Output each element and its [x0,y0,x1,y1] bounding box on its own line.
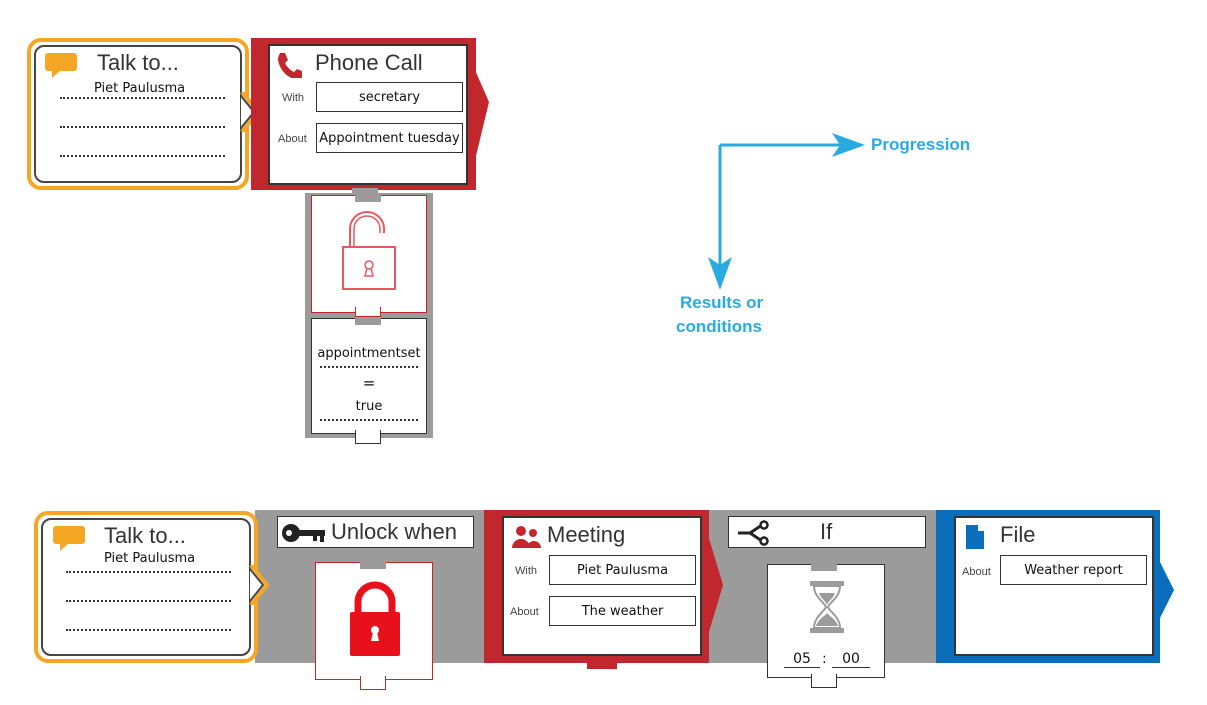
result-connector-top [352,188,378,196]
unlock-when-title: Unlock when [331,519,457,544]
file-title: File [1000,522,1036,547]
phone-icon [278,53,302,78]
notch [811,563,837,571]
notch [355,430,381,444]
legend-arrows [708,133,865,290]
meeting-with-field[interactable]: Piet Paulusma [549,555,696,585]
file-inner [954,516,1154,656]
timer-separator: : [822,651,827,667]
notch [811,674,837,688]
phone-card-arrow [475,70,489,160]
condition-block[interactable] [311,318,427,434]
talk-card-bottom-pointer [249,565,269,605]
timer-seconds: 00 [832,651,870,668]
notch [355,194,381,202]
meeting-about-field[interactable]: The weather [549,596,696,626]
unlocked-padlock-icon [342,211,396,290]
people-icon [512,526,541,548]
file-about-label: About [962,566,991,578]
phone-with-field[interactable]: secretary [316,82,463,112]
phone-about-field[interactable]: Appointment tuesday [316,123,463,153]
condition-operator: = [362,374,376,392]
file-about-field[interactable]: Weather report [1000,555,1147,585]
dotted-line [60,155,225,157]
dotted-line [60,97,225,99]
key-icon [282,524,325,542]
hourglass-icon [810,581,844,633]
locked-padlock-icon [350,581,400,656]
dotted-line [60,126,225,128]
talk-name-top: Piet Paulusma [94,81,186,96]
dotted-line [320,419,418,421]
phone-call-title: Phone Call [315,50,423,75]
progression-label: Progression [871,135,971,154]
meeting-connector [587,660,617,669]
phone-about-label: About [278,133,307,145]
talk-title-bottom: Talk to... [104,523,186,548]
if-title: If [820,519,833,544]
notch [355,307,381,317]
timer-minutes: 05 [784,651,820,668]
condition-value: true [355,399,383,414]
results-label-line1: Results or [680,293,764,312]
dotted-line [66,571,231,573]
notch [355,317,381,325]
meeting-card-arrow [708,535,723,635]
meeting-inner [502,516,702,656]
notch [360,676,386,690]
meeting-with-label: With [515,565,537,577]
chat-bubble-icon [53,526,85,551]
results-label-line2: conditions [676,317,762,336]
document-icon [966,525,984,549]
chat-bubble-icon [45,53,77,78]
meeting-about-label: About [510,606,539,618]
notch [360,561,386,569]
dotted-line [66,600,231,602]
dotted-line [66,629,231,631]
file-card-arrow [1159,560,1174,620]
meeting-title: Meeting [547,522,626,547]
branch-icon [738,520,769,546]
phone-with-label: With [282,92,304,104]
talk-title-top: Talk to... [97,50,179,75]
talk-name-bottom: Piet Paulusma [104,551,196,566]
dotted-line [320,366,418,368]
phone-call-inner [268,44,468,185]
condition-variable: appointmentset [317,346,421,361]
